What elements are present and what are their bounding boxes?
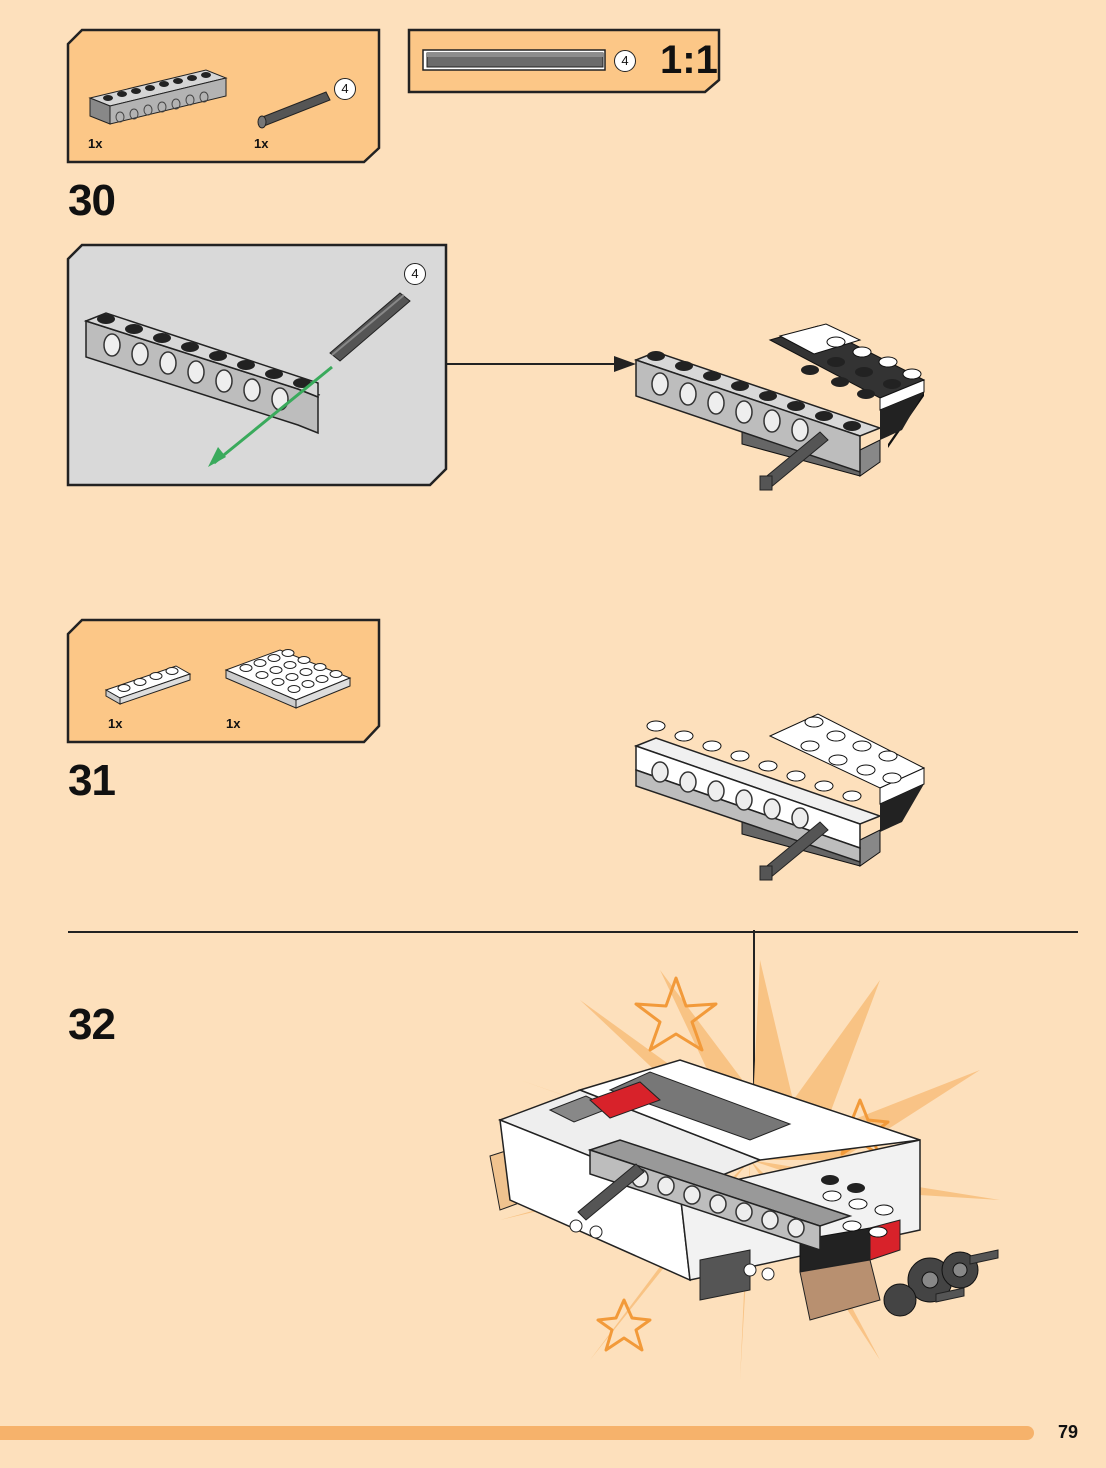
technic-beam-icon: [88, 69, 228, 125]
page-number: 79: [1057, 1422, 1078, 1442]
step32-model: [489, 960, 1000, 1380]
step-number: 31: [68, 756, 116, 805]
part-qty: 1x: [254, 136, 269, 151]
step31-parts-panel: [66, 618, 381, 744]
axle-length-badge: 4: [614, 50, 636, 72]
footer-bar: [0, 1426, 1034, 1440]
step30-callout: [66, 243, 448, 487]
part-qty: 1x: [108, 716, 123, 731]
step30-model: [633, 323, 926, 491]
step31-model: [633, 713, 926, 881]
scale-label: 1:1: [660, 38, 718, 82]
step-number: 30: [68, 176, 116, 225]
part-qty: 1x: [88, 136, 103, 151]
axle-length-badge: 4: [404, 263, 426, 285]
axle-length-badge: 4: [334, 78, 356, 100]
plate-1x4-icon: [104, 665, 192, 705]
axle-icon: [257, 91, 331, 129]
step-number: 32: [68, 1000, 116, 1049]
plate-4x4-icon: [224, 649, 352, 709]
part-qty: 1x: [226, 716, 241, 731]
section-divider: [68, 931, 1078, 933]
axle-scale-panel: [407, 28, 721, 94]
step30-parts-panel: [66, 28, 381, 164]
step-arrow: [446, 356, 636, 372]
